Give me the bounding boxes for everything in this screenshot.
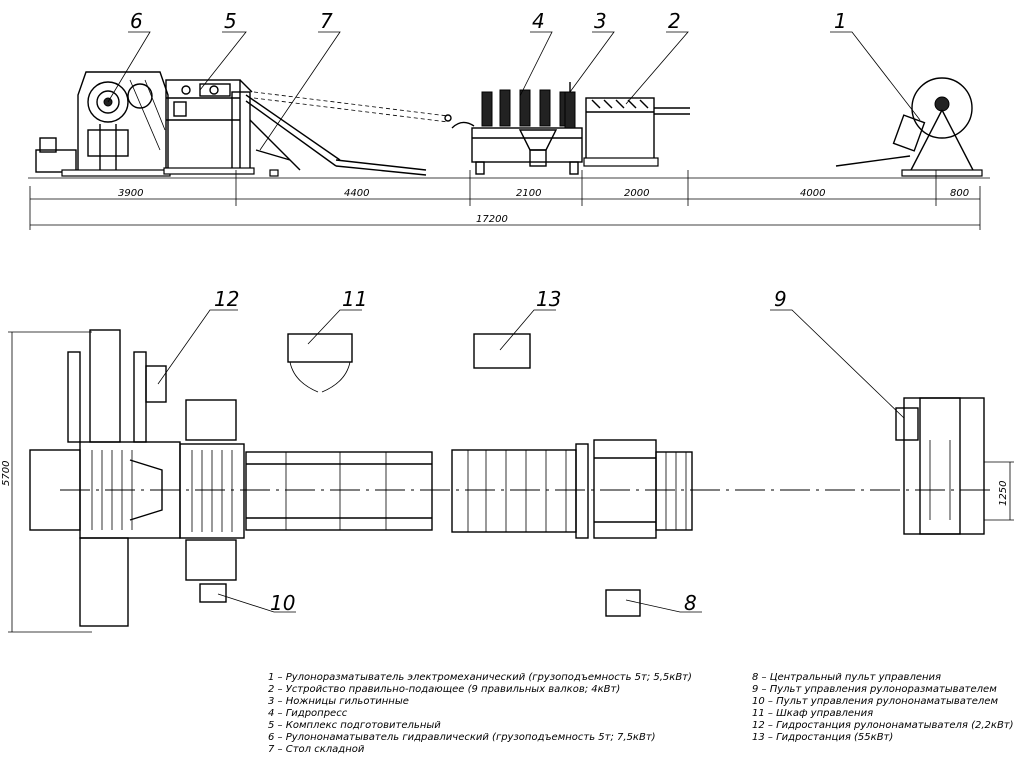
plan-label-13: 13 [536, 287, 561, 311]
legend-left-6: 6 – Рулононаматыватель гидравлический (г… [268, 732, 656, 743]
dim-5700: 5700 [1, 461, 12, 486]
plan-folding-table [245, 451, 433, 531]
legend-right-8: 8 – Центральный пульт управления [752, 672, 941, 683]
plan-uncoiler [895, 397, 985, 535]
dim-1250-line [984, 461, 1014, 521]
dim-3900: 3900 [118, 188, 143, 199]
legend-left-3: 3 – Ножницы гильотинные [268, 696, 409, 707]
side-label-3: 3 [594, 9, 607, 33]
hydraulic-station-12 [145, 365, 167, 403]
machine-4-hydraulic-press [451, 89, 583, 175]
side-label-6: 6 [130, 9, 143, 33]
dim-4000: 4000 [800, 188, 825, 199]
plan-label-8: 8 [684, 591, 697, 615]
side-label-1: 1 [834, 9, 847, 33]
legend-left-1: 1 – Рулоноразматыватель электромеханичес… [268, 672, 692, 683]
plan-leader-lines [157, 309, 905, 613]
legend-left-2: 2 – Устройство правильно-подающее (9 пра… [268, 684, 620, 695]
side-leader-lines [107, 31, 921, 151]
machine-5-preparation-complex [163, 79, 255, 175]
dim-800: 800 [950, 188, 969, 199]
dim-17200: 17200 [476, 214, 508, 225]
legend: 1 – Рулоноразматыватель электромеханичес… [268, 672, 1014, 755]
plan-label-11: 11 [342, 287, 367, 311]
dim-4400: 4400 [344, 188, 369, 199]
legend-right-13: 13 – Гидростанция (55кВт) [752, 732, 893, 743]
side-view: 3900 4400 2100 2000 4000 800 17200 6 5 7… [28, 9, 990, 230]
legend-left-7: 7 – Стол складной [268, 744, 365, 755]
legend-left-5: 5 – Комплекс подготовительный [268, 720, 441, 731]
side-label-7: 7 [320, 9, 333, 33]
legend-right-10: 10 – Пульт управления рулононаматывателе… [752, 696, 998, 707]
machine-6-recoiler [35, 71, 171, 177]
legend-right-12: 12 – Гидростанция рулононаматывателя (2,… [752, 720, 1014, 731]
plan-press-and-shears [451, 443, 589, 539]
plan-preparation-complex [179, 399, 245, 581]
legend-right-11: 11 – Шкаф управления [752, 708, 873, 719]
side-label-5: 5 [224, 9, 237, 33]
dim-2100: 2100 [516, 188, 541, 199]
machine-7-folding-table [245, 91, 452, 177]
control-panel-10 [199, 583, 227, 603]
plan-label-12: 12 [214, 287, 239, 311]
legend-right-9: 9 – Пульт управления рулоноразматывателе… [752, 684, 997, 695]
plan-straightener [593, 439, 693, 539]
plan-label-10: 10 [270, 591, 295, 615]
press-cylinders [481, 89, 571, 127]
control-cabinet-11 [287, 333, 353, 393]
dim-1250: 1250 [998, 481, 1009, 506]
central-control-panel-8 [605, 589, 641, 617]
plan-recoiler [29, 329, 181, 627]
machine-2-straightener [583, 97, 690, 167]
side-label-4: 4 [532, 9, 545, 33]
side-label-2: 2 [668, 9, 681, 33]
dim-5700-line [8, 331, 92, 633]
plan-view: 5700 [1, 287, 1014, 633]
side-dimension-lines [29, 170, 981, 230]
plan-label-9: 9 [774, 287, 787, 311]
machine-3-guillotine-shears [564, 82, 576, 129]
hydraulic-station-13 [473, 333, 531, 369]
dim-2000: 2000 [624, 188, 649, 199]
machine-1-uncoiler [835, 77, 983, 177]
legend-left-4: 4 – Гидропресс [268, 708, 348, 719]
